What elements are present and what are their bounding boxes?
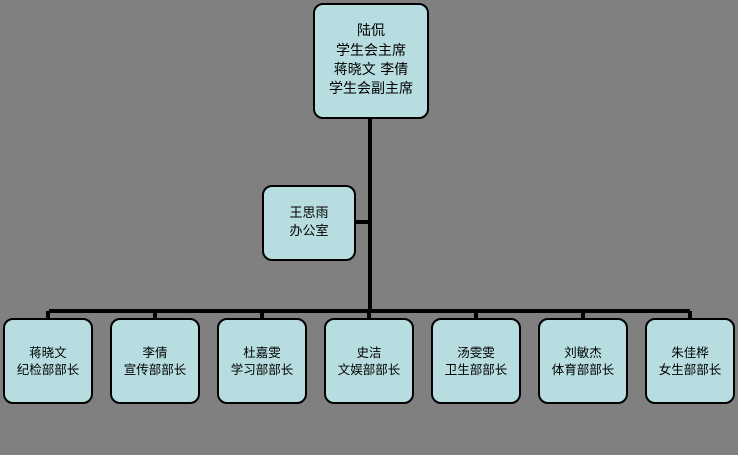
department-person-name: 汤雯雯 xyxy=(457,344,495,360)
chair-line-2: 学生会主席 xyxy=(336,42,406,59)
chair-line-1: 陆侃 xyxy=(357,23,385,40)
node-department-3[interactable]: 杜嘉雯学习部部长 xyxy=(217,318,307,404)
trunk-connector-vertical xyxy=(368,117,372,313)
department-drop-connector xyxy=(474,311,478,320)
department-person-name: 蒋晓文 xyxy=(29,344,67,360)
department-person-name: 朱佳桦 xyxy=(671,344,709,360)
department-role-title: 宣传部部长 xyxy=(123,362,187,377)
department-drop-connector xyxy=(581,311,585,320)
department-role-title: 女生部部长 xyxy=(658,362,722,377)
node-department-1[interactable]: 蒋晓文纪检部部长 xyxy=(3,318,93,404)
node-department-4[interactable]: 史洁文娱部部长 xyxy=(324,318,414,404)
department-person-name: 李倩 xyxy=(142,344,168,360)
department-role-title: 纪检部部长 xyxy=(16,362,80,377)
node-department-5[interactable]: 汤雯雯卫生部部长 xyxy=(431,318,521,404)
department-drop-connector xyxy=(688,311,692,320)
department-person-name: 史洁 xyxy=(356,344,382,360)
department-drop-connector xyxy=(260,311,264,320)
department-drop-connector xyxy=(367,311,371,320)
department-role-title: 卫生部部长 xyxy=(444,362,508,377)
department-person-name: 杜嘉雯 xyxy=(243,344,281,360)
department-drop-connector xyxy=(153,311,157,320)
department-role-title: 文娱部部长 xyxy=(337,362,401,377)
office-branch-connector xyxy=(354,220,370,224)
node-chairperson[interactable]: 陆侃 学生会主席 蒋晓文 李倩 学生会副主席 xyxy=(313,3,429,119)
office-line-2: 办公室 xyxy=(289,224,329,239)
office-line-1: 王思雨 xyxy=(289,206,329,222)
node-department-7[interactable]: 朱佳桦女生部部长 xyxy=(645,318,735,404)
department-person-name: 刘敏杰 xyxy=(564,344,602,360)
node-department-2[interactable]: 李倩宣传部部长 xyxy=(110,318,200,404)
chair-line-4: 学生会副主席 xyxy=(329,81,413,98)
department-drop-connector xyxy=(46,311,50,320)
node-department-6[interactable]: 刘敏杰体育部部长 xyxy=(538,318,628,404)
chair-line-3: 蒋晓文 李倩 xyxy=(333,62,409,78)
department-role-title: 学习部部长 xyxy=(230,362,294,377)
department-role-title: 体育部部长 xyxy=(551,362,615,377)
node-office[interactable]: 王思雨 办公室 xyxy=(262,185,356,261)
